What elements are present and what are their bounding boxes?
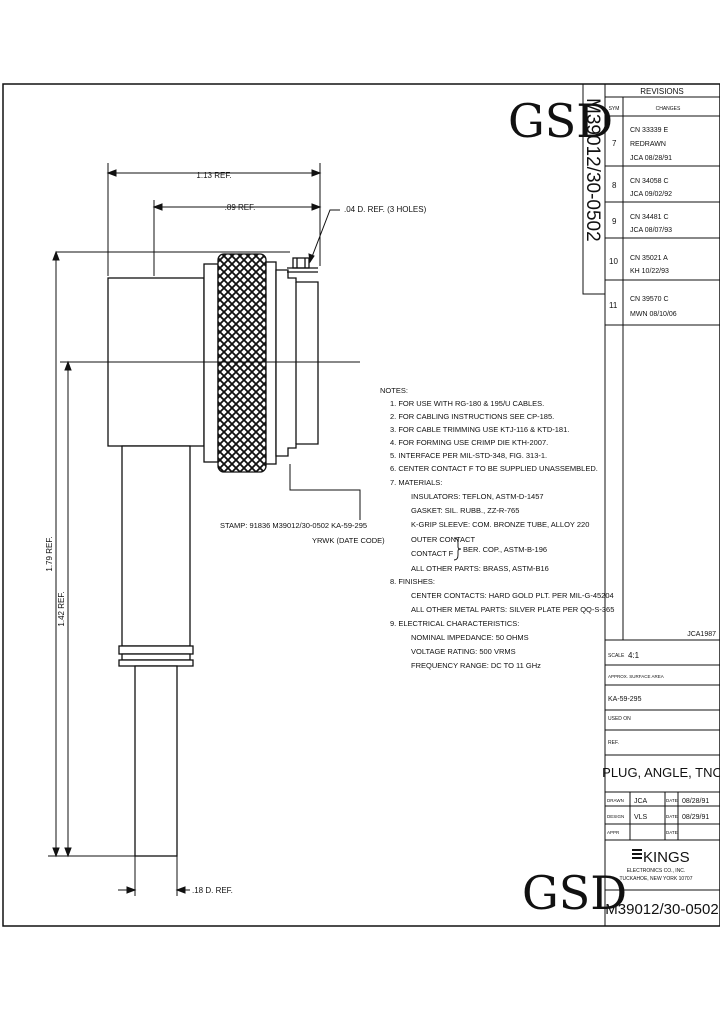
title-block: JCA1987 SCALE 4:1 APPROX. SURFACE AREA K… [602,631,720,927]
note-line: 7. MATERIALS: [390,478,442,487]
note-line: CENTER CONTACTS: HARD GOLD PLT. PER MIL-… [411,591,614,600]
stamp-line1: STAMP: 91836 M39012/30-0502 KA-59-295 [220,521,367,530]
revisions-table: REVISIONS SYM CHANGES 7 CN 33339 E REDRA… [604,83,720,641]
note-line: 5. INTERFACE PER MIL-STD-348, FIG. 313-1… [390,451,547,460]
company-name: KINGS [643,849,690,866]
brace-icon [453,537,462,561]
revision-sym: 9 [612,217,617,226]
dim-holes: .04 D. REF. (3 HOLES) [344,205,427,214]
drawing-ref: JCA1987 [687,631,716,638]
revision-line: JCA 08/28/91 [630,155,672,162]
revision-line: KH 10/22/93 [630,268,669,275]
note-line: 6. CENTER CONTACT F TO BE SUPPLIED UNASS… [390,464,598,473]
revision-line: CN 34481 C [630,214,669,221]
drawn-date-label: DATE [666,798,678,803]
design-date: 08/29/91 [682,814,709,821]
sheet-border [2,83,720,927]
note-line: CONTACT F [411,549,454,558]
dim-overall-width: 1.13 REF. [196,171,231,180]
surface-area-label: APPROX. SURFACE AREA [608,674,664,679]
drawn-date: 08/28/91 [682,798,709,805]
revision-line: CN 34058 C [630,178,669,185]
note-line: 3. FOR CABLE TRIMMING USE KTJ-116 & KTD-… [390,425,569,434]
gsd-logo-top: GSD [508,94,613,148]
revisions-title: REVISIONS [640,87,684,96]
note-line: K-GRIP SLEEVE: COM. BRONZE TUBE, ALLOY 2… [411,520,589,529]
note-line: GASKET: SIL. RUBB., ZZ-R-765 [411,506,519,515]
note-line: 4. FOR FORMING USE CRIMP DIE KTH-2007. [390,438,548,447]
notes-heading: NOTES: [380,386,408,395]
note-line: 1. FOR USE WITH RG-180 & 195/U CABLES. [390,399,544,408]
revisions-col-sym: SYM [609,106,620,112]
drawn-by: JCA [634,798,648,805]
note-line: ALL OTHER METAL PARTS: SILVER PLATE PER … [411,605,614,614]
note-line: 2. FOR CABLING INSTRUCTIONS SEE CP-185. [390,412,554,421]
part-number-vertical: M39012/30-0502 [582,98,603,242]
note-line: BER. COP., ASTM-B-196 [463,545,547,554]
note-line: ALL OTHER PARTS: BRASS, ASTM-B16 [411,564,549,573]
dim-cable-dia: .18 D. REF. [192,886,233,895]
connector-drawing [60,253,360,857]
note-line: 9. ELECTRICAL CHARACTERISTICS: [390,619,519,628]
drawing-title: PLUG, ANGLE, TNC [602,765,720,780]
revision-sym: 10 [609,257,618,266]
revision-line: CN 35021 A [630,255,668,262]
part-number: M39012/30-0502 [605,901,718,918]
note-line: VOLTAGE RATING: 500 VRMS [411,647,516,656]
stamp-line2: YRWK (DATE CODE) [312,536,385,545]
note-line: OUTER CONTACT [411,535,475,544]
revision-line: JCA 08/07/93 [630,227,672,234]
scale-value: 4:1 [628,651,640,660]
ref-label: REF. [608,740,619,746]
design-date-label: DATE [666,814,678,819]
revision-sym: 7 [612,139,617,148]
dim-inner-width: .89 REF. [225,203,256,212]
appr-label: APPR [607,830,620,835]
note-line: INSULATORS: TEFLON, ASTM-D-1457 [411,492,544,501]
gsd-logo-bottom: GSD [522,866,627,920]
revision-sym: 11 [609,301,618,310]
revision-line: CN 39570 C [630,296,669,303]
company-line1: ELECTRONICS CO., INC. [627,868,686,874]
note-line: FREQUENCY RANGE: DC TO 11 GHz [411,661,541,670]
note-line: 8. FINISHES: [390,577,435,586]
revision-line: JCA 09/02/92 [630,191,672,198]
revision-line: MWN 08/10/06 [630,311,677,318]
dim-total-height: 1.79 REF. [45,536,54,571]
revision-sym: 8 [612,181,617,190]
kit-number: KA-59-295 [608,696,642,703]
coupling-nut [217,253,267,473]
design-label: DESIGN [607,814,624,819]
scale-label: SCALE [608,653,625,659]
used-on-label: USED ON [608,716,631,722]
company-line2: TUCKAHOE, NEW YORK 10707 [620,876,693,882]
notes-block: NOTES: 1. FOR USE WITH RG-180 & 195/U CA… [380,386,614,670]
appr-date-label: DATE [666,830,678,835]
revisions-col-changes: CHANGES [656,106,681,112]
note-line: NOMINAL IMPEDANCE: 50 OHMS [411,633,529,642]
dim-body-height: 1.42 REF. [57,591,66,626]
design-by: VLS [634,814,648,821]
revision-line: CN 33339 E [630,127,668,134]
revision-line: REDRAWN [630,141,666,148]
drawn-label: DRAWN [607,798,624,803]
kings-logo-icon [632,849,642,859]
dimension-lines [48,163,361,896]
